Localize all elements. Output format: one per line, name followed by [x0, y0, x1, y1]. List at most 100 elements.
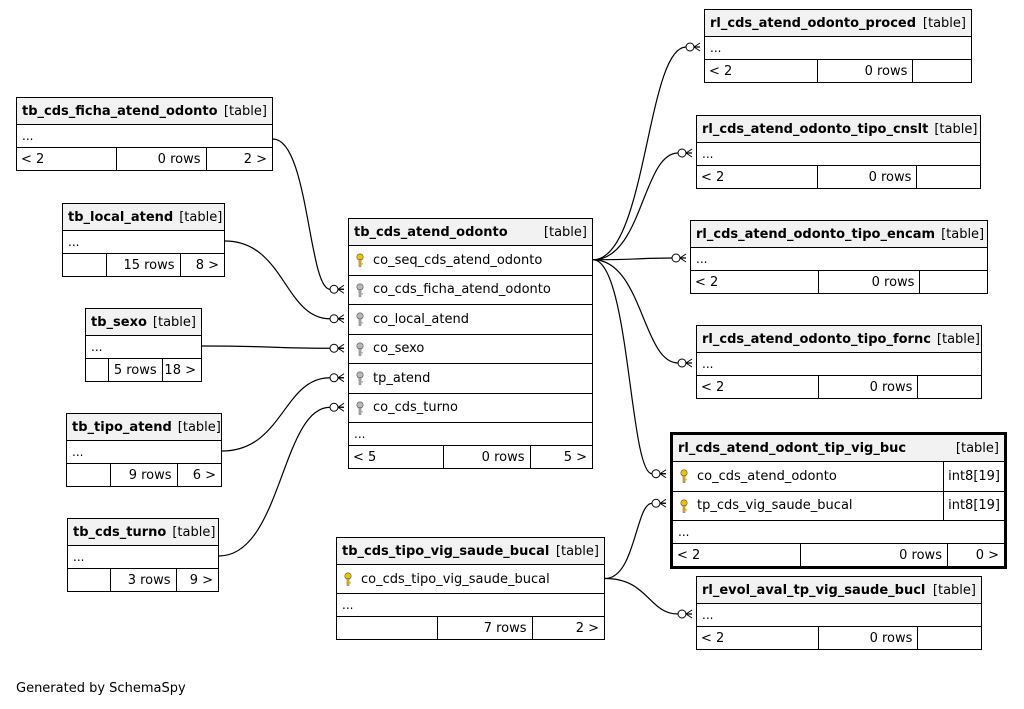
parents-count[interactable]: < 2 [21, 151, 45, 167]
foreign-key-icon [355, 371, 365, 385]
row-count: 15 rows [106, 254, 179, 276]
table-rl-cds-atend-odonto-tipo-cnslt[interactable]: rl_cds_atend_odonto_tipo_cnslt[table]...… [696, 115, 981, 189]
column-row[interactable]: tp_cds_vig_saude_bucal int8[19] [673, 491, 1004, 521]
children-count[interactable]: 8 > [179, 254, 224, 276]
children-count[interactable] [917, 627, 981, 649]
table-header: tb_tipo_atend[table] [67, 414, 221, 441]
table-tb-cds-tipo-vig-saude-bucal[interactable]: tb_cds_tipo_vig_saude_bucal[table]co_cds… [336, 537, 605, 640]
crows-foot-marker [685, 42, 701, 52]
parents-count[interactable]: < 2 [677, 547, 701, 563]
relationship-edge [604, 577, 692, 615]
parents-count[interactable] [67, 464, 110, 486]
children-count[interactable]: 6 > [176, 464, 221, 486]
children-count[interactable]: 0 > [946, 544, 1004, 566]
table-rl-evol-aval-tp-vig-saude-bucl[interactable]: rl_evol_aval_tp_vig_saude_bucl[table]...… [696, 576, 982, 650]
parents-count[interactable]: < 2 [701, 169, 725, 185]
table-rl-cds-atend-odonto-tipo-fornc[interactable]: rl_cds_atend_odonto_tipo_fornc[table]...… [696, 325, 982, 399]
parents-count[interactable] [337, 617, 437, 639]
table-name: tb_cds_atend_odonto [354, 224, 508, 240]
column-type: int8[19] [943, 491, 1004, 520]
table-type-label: [table] [934, 121, 978, 137]
table-rl-cds-atend-odonto-tipo-encam[interactable]: rl_cds_atend_odonto_tipo_encam[table]...… [690, 220, 988, 294]
table-name: rl_cds_atend_odonto_proced [710, 15, 917, 31]
table-header: rl_cds_atend_odonto_tipo_cnslt [table] [697, 116, 980, 143]
column-row[interactable]: co_cds_tipo_vig_saude_bucal [337, 565, 604, 594]
more-columns-indicator: ... [86, 336, 201, 359]
column-name: tp_atend [373, 370, 431, 386]
credit-text: Generated by SchemaSpy [16, 681, 186, 696]
table-header: rl_cds_atend_odonto_proced[table] [705, 10, 971, 37]
table-name: rl_cds_atend_odonto_tipo_cnslt [702, 121, 929, 137]
column-type: int8[19] [943, 462, 1004, 491]
foreign-key-icon [355, 283, 365, 297]
crows-foot-marker [329, 402, 345, 412]
column-row[interactable]: co_local_atend [349, 305, 592, 335]
parents-count[interactable] [86, 359, 108, 381]
column-row[interactable]: co_cds_ficha_atend_odonto [349, 276, 592, 305]
parents-count[interactable]: < 2 [701, 379, 725, 395]
more-columns-indicator: ... [673, 521, 1004, 544]
relationship-edge [592, 259, 692, 364]
column-name: co_local_atend [373, 311, 469, 327]
children-count[interactable] [917, 376, 981, 398]
children-count[interactable] [912, 60, 971, 82]
table-header: tb_sexo[table] [86, 309, 201, 336]
table-name: rl_cds_atend_odont_tip_vig_buc [678, 440, 907, 456]
children-count[interactable]: 2 > [531, 617, 604, 639]
column-row[interactable]: co_sexo [349, 335, 592, 364]
children-count[interactable]: 2 > [205, 148, 273, 170]
column-row[interactable]: co_cds_turno [349, 394, 592, 423]
table-header: tb_cds_atend_odonto [table] [349, 219, 592, 246]
crows-foot-marker [677, 358, 693, 368]
table-header: rl_cds_atend_odonto_tipo_encam[table] [691, 221, 987, 248]
table-name: tb_cds_turno [73, 524, 167, 540]
row-count: 9 rows [110, 464, 176, 486]
parents-count[interactable]: < 5 [353, 449, 377, 465]
column-name: tp_cds_vig_saude_bucal [697, 498, 853, 514]
column-row[interactable]: co_seq_cds_atend_odonto [349, 246, 592, 276]
table-rl-cds-atend-odont-tip-vig-buc[interactable]: rl_cds_atend_odont_tip_vig_buc[table]co_… [670, 432, 1007, 569]
more-columns-indicator: ... [697, 353, 981, 376]
table-tb-cds-atend-odonto[interactable]: tb_cds_atend_odonto [table] co_seq_cds_ate… [348, 218, 593, 469]
parents-count[interactable]: < 2 [701, 630, 725, 646]
column-name: co_cds_atend_odonto [697, 468, 837, 484]
column-row[interactable]: co_cds_atend_odonto int8[19] [673, 462, 1004, 492]
more-columns-indicator: ... [68, 546, 218, 569]
children-count[interactable] [919, 271, 987, 293]
primary-key-icon [679, 499, 689, 513]
foreign-key-icon [355, 342, 365, 356]
row-count: 7 rows [437, 617, 531, 639]
children-count[interactable]: 9 > [175, 569, 218, 591]
children-count[interactable] [916, 166, 980, 188]
relationship-edge [604, 502, 666, 580]
crows-foot-marker [677, 148, 693, 158]
row-count: 0 rows [818, 271, 919, 293]
more-columns-indicator: ... [63, 231, 224, 254]
column-row[interactable]: tp_atend [349, 364, 592, 394]
children-count[interactable]: 18 > [161, 359, 201, 381]
table-type-label: [table] [543, 224, 587, 240]
table-name: tb_tipo_atend [72, 419, 172, 435]
parents-count[interactable]: < 2 [709, 63, 733, 79]
parents-count[interactable] [63, 254, 106, 276]
table-type-label: [table] [152, 314, 196, 330]
column-name: co_sexo [373, 341, 425, 357]
column-name: co_cds_tipo_vig_saude_bucal [361, 571, 550, 587]
parents-count[interactable] [68, 569, 110, 591]
parents-count[interactable]: < 2 [695, 274, 719, 290]
table-header: tb_local_atend[table] [63, 204, 224, 231]
children-count[interactable]: 5 > [529, 446, 593, 468]
relationship-edge [592, 257, 686, 261]
foreign-key-icon [355, 401, 365, 415]
